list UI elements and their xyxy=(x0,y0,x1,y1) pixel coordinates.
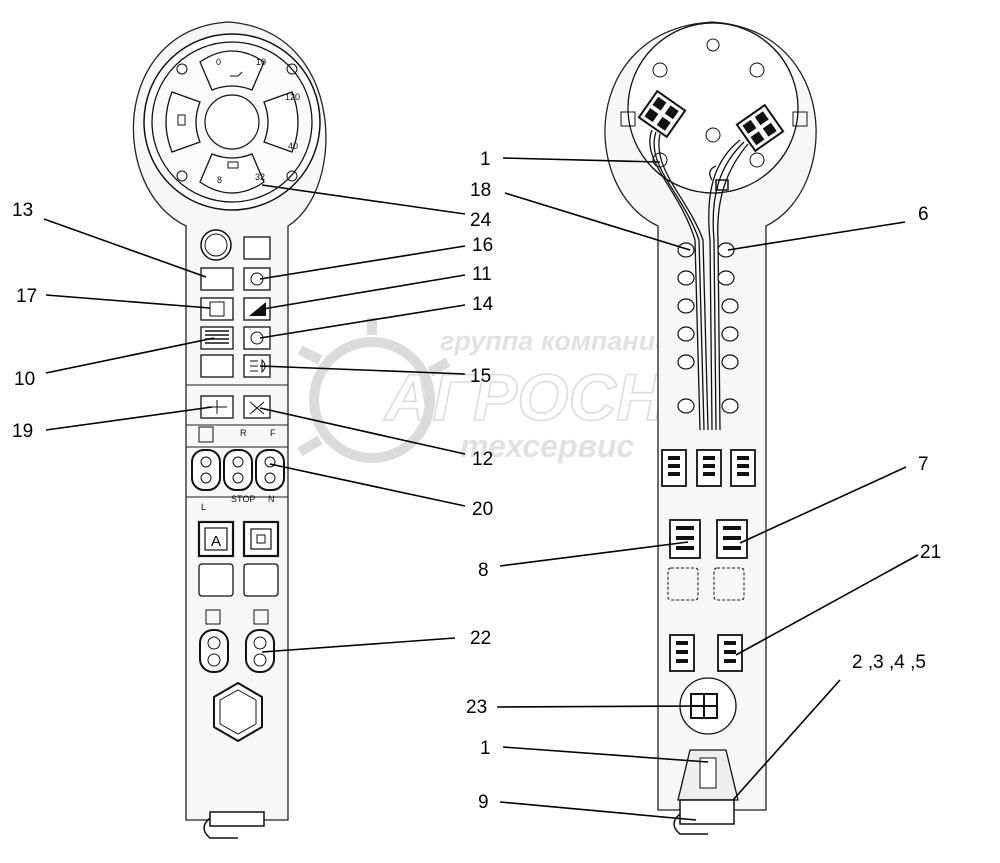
wire-harness xyxy=(649,129,749,431)
callout-6: 6 xyxy=(918,204,929,225)
callout-8: 8 xyxy=(478,560,489,581)
leader-lines xyxy=(43,157,919,821)
oil-can-icon xyxy=(230,71,243,77)
button-12[interactable] xyxy=(243,395,271,419)
callout-20: 20 xyxy=(472,499,493,520)
button-13[interactable] xyxy=(200,267,234,291)
callout-10: 10 xyxy=(14,369,35,390)
fuel-lamp-icon xyxy=(176,63,188,75)
watermark-gear-icon xyxy=(297,318,451,463)
button-16[interactable] xyxy=(243,267,271,291)
button-top-right[interactable] xyxy=(243,236,271,260)
gauge-top-min: 0 xyxy=(216,57,221,67)
square-button[interactable] xyxy=(242,520,280,558)
watermark-line1: группа компаний xyxy=(440,326,672,356)
rear-bottom-connector xyxy=(679,799,735,825)
callout-labels: 1 18 24 6 13 16 11 17 14 10 15 19 12 7 2… xyxy=(12,149,941,813)
rocker-switch-1[interactable] xyxy=(191,449,221,491)
trailer-icon xyxy=(249,302,266,316)
label-stop: STOP xyxy=(231,494,255,504)
callout-11: 11 xyxy=(472,264,492,285)
auto-button-label: A xyxy=(211,533,221,550)
battery-icon xyxy=(227,161,239,169)
plus-minus-switch[interactable] xyxy=(199,629,229,673)
hex-nut xyxy=(213,681,263,743)
rocker-switch-group-20 xyxy=(191,449,285,491)
gauge-top-max: 10 xyxy=(256,57,266,67)
rear-view xyxy=(604,21,817,835)
voltage-gauge xyxy=(199,153,265,194)
rocker-switch-2[interactable] xyxy=(223,449,253,491)
connector-blocks-row xyxy=(661,449,756,487)
coolant-temp-gauge xyxy=(263,91,299,153)
gauge-right-min: 40 xyxy=(288,141,298,151)
callout-9: 9 xyxy=(478,792,489,813)
callout-24: 24 xyxy=(470,210,492,231)
fuel-pump-icon xyxy=(177,114,186,126)
callout-13: 13 xyxy=(12,200,33,221)
watermark-line3: техсервис xyxy=(460,428,634,464)
callout-12: 12 xyxy=(472,449,493,470)
fan-icon xyxy=(249,401,265,415)
callout-21: 21 xyxy=(920,542,941,563)
callout-17: 17 xyxy=(16,286,37,307)
label-r: R xyxy=(240,428,247,438)
button-17[interactable] xyxy=(200,297,234,321)
gauge-connector-right xyxy=(735,103,785,153)
callout-16: 16 xyxy=(472,235,493,256)
label-n: N xyxy=(268,494,275,504)
gauge-bottom-min: 8 xyxy=(217,175,222,185)
fuel-gauge xyxy=(165,91,201,153)
callout-1-bottom: 1 xyxy=(480,738,491,759)
blank-panel-b xyxy=(243,563,279,597)
callout-18: 18 xyxy=(470,180,491,201)
front-view: 0 10 120 40 8 32 xyxy=(132,21,327,839)
temp-lamp-icon xyxy=(286,170,298,182)
front-bottom-connector xyxy=(209,811,265,827)
callout-22: 22 xyxy=(470,628,491,649)
battery-lamp-icon xyxy=(176,170,188,182)
instrument-cluster: 0 10 120 40 8 32 xyxy=(143,33,321,211)
gauge-right-max: 120 xyxy=(285,92,300,102)
callout-1-top: 1 xyxy=(480,149,491,170)
blank-panel-a xyxy=(198,563,234,597)
callout-19: 19 xyxy=(12,421,33,442)
rocker-switch-3[interactable] xyxy=(255,449,285,491)
oil-lamp-icon xyxy=(286,63,298,75)
callout-7: 7 xyxy=(918,454,929,475)
oil-pressure-gauge xyxy=(199,50,265,91)
gauge-connector-left xyxy=(637,89,687,139)
callout-2-3-4-5: 2 ,3 ,4 ,5 xyxy=(852,652,926,673)
button-14[interactable] xyxy=(243,326,271,350)
label-f: F xyxy=(270,428,276,438)
callout-23: 23 xyxy=(466,697,487,718)
switch-terminal-column xyxy=(677,242,739,414)
label-l: L xyxy=(201,502,206,512)
gauge-bottom-max: 32 xyxy=(255,172,265,182)
blank-panel-left xyxy=(200,354,234,378)
callout-14: 14 xyxy=(472,294,494,315)
callout-15: 15 xyxy=(470,366,491,387)
